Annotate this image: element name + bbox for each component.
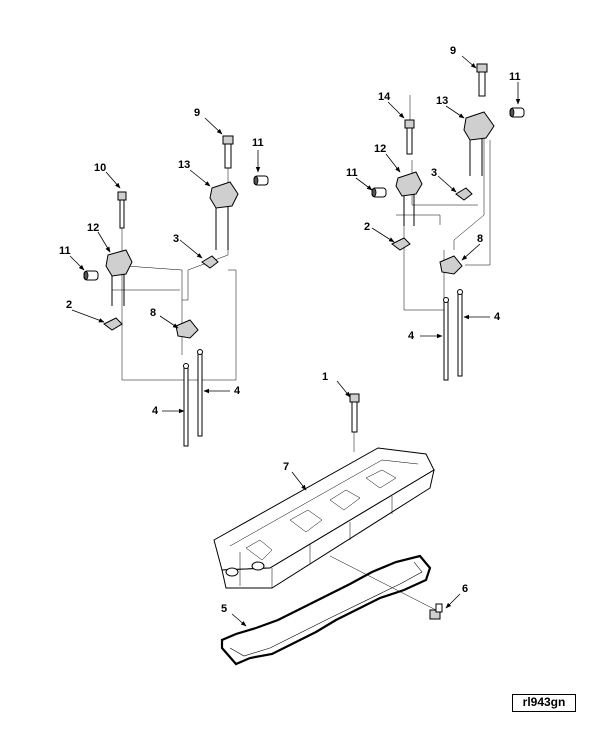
bolt-1 <box>349 393 360 452</box>
callout-13-right: 13 <box>436 95 448 107</box>
callout-3-right: 3 <box>431 167 437 179</box>
callout-9-right: 9 <box>450 45 456 57</box>
callout-14: 14 <box>378 91 391 103</box>
callout-4-right-a: 4 <box>408 330 415 342</box>
callout-7: 7 <box>283 461 289 473</box>
gasket-5 <box>220 554 432 666</box>
bolt-9-right <box>476 63 488 97</box>
callout-9-left: 9 <box>194 107 200 119</box>
valve-cover-housing-7 <box>213 447 435 589</box>
pushrods-4-left <box>183 349 203 447</box>
rocker-13-right <box>463 111 495 176</box>
bolt-6 <box>329 555 443 620</box>
callout-8-left: 8 <box>150 307 156 319</box>
bracket-2-right <box>391 237 411 251</box>
callout-4-right-b: 4 <box>494 311 501 323</box>
callout-10: 10 <box>94 162 106 174</box>
bracket-3-left <box>201 255 219 269</box>
callout-11-right-a: 11 <box>346 167 358 179</box>
bracket-3-right <box>455 187 473 201</box>
pushrods-4-right <box>443 289 463 381</box>
callout-6: 6 <box>462 583 468 595</box>
callout-11-right-b: 11 <box>509 71 521 83</box>
callout-8-right: 8 <box>477 233 483 245</box>
bracket-2-left <box>103 317 123 331</box>
roller-11-left-b <box>253 175 269 186</box>
left-rocker-assembly <box>83 135 269 447</box>
callout-4-left-a: 4 <box>234 385 241 397</box>
crosshead-8-right <box>439 255 463 275</box>
callout-12-left: 12 <box>87 222 99 234</box>
right-rocker-assembly <box>371 63 525 381</box>
callout-13-left: 13 <box>178 159 190 171</box>
bolt-9-left <box>222 135 234 169</box>
roller-11-right-a <box>371 187 387 198</box>
callout-11-left-b: 11 <box>252 137 264 149</box>
rocker-13-left <box>209 181 239 250</box>
rocker-12-left <box>105 249 133 306</box>
callout-3-left: 3 <box>173 233 179 245</box>
callout-12-right: 12 <box>374 143 386 155</box>
crosshead-8-left <box>175 319 199 339</box>
roller-11-right-b <box>509 107 525 118</box>
callout-leaders <box>69 55 521 627</box>
callout-11-left-a: 11 <box>59 245 71 257</box>
reference-code-label: rl943gn <box>512 694 576 712</box>
callout-4-left-b: 4 <box>152 405 159 417</box>
callout-1: 1 <box>322 371 328 383</box>
callout-labels: 1 2 2 3 3 4 4 4 4 5 6 7 8 8 9 9 10 11 11… <box>59 45 521 615</box>
rocker-12-right <box>395 171 423 226</box>
roller-11-left-a <box>83 270 99 281</box>
bolt-10-left <box>117 191 127 229</box>
callout-2-left: 2 <box>66 299 72 311</box>
callout-2-right: 2 <box>364 221 370 233</box>
callout-5: 5 <box>221 603 227 615</box>
bolt-14-right <box>404 119 415 155</box>
